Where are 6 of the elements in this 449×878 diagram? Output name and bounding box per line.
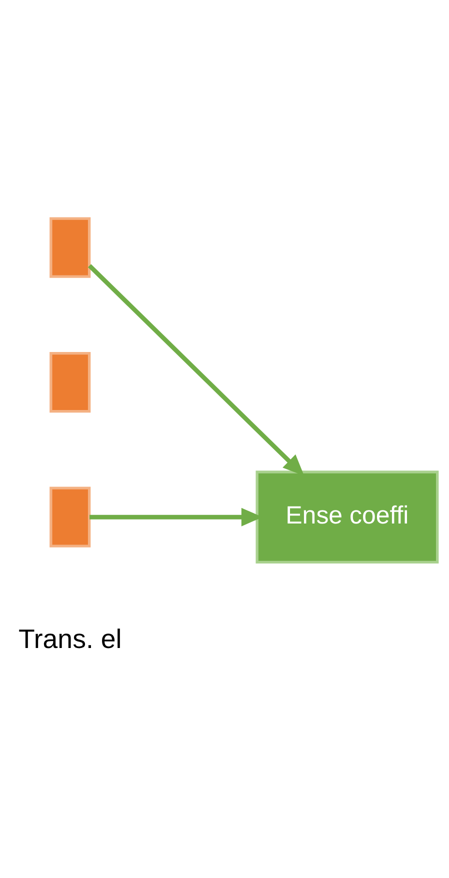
node-box: Ense coeffi <box>256 470 439 564</box>
label: Trans. el <box>18 624 122 654</box>
node-box <box>50 217 91 278</box>
node-box <box>50 486 91 548</box>
arrow <box>88 264 304 476</box>
node-box <box>50 352 91 413</box>
